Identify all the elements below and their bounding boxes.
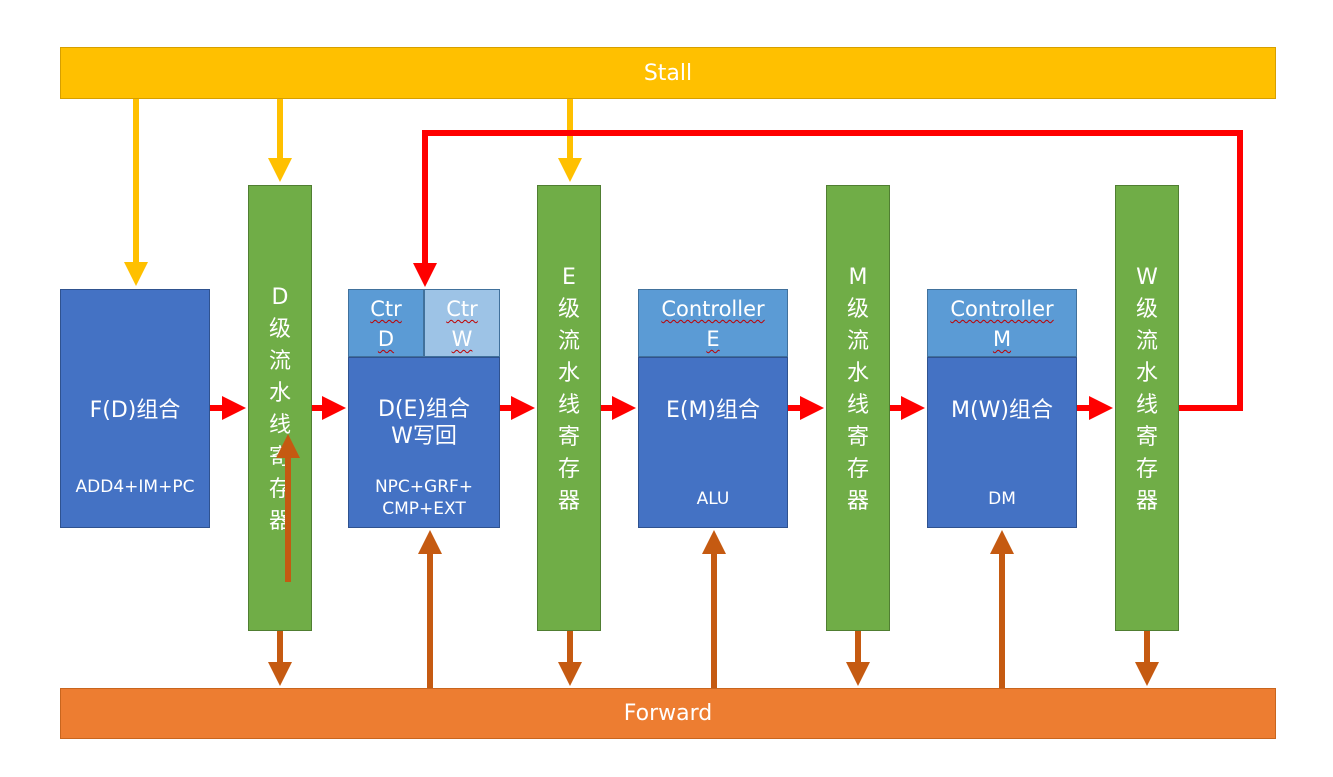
controller-e-label: Controller E: [661, 297, 765, 351]
m-pipeline-register: M 级 流 水 线 寄 存 器: [826, 185, 890, 631]
stage-d-title: D(E)组合 W写回: [377, 397, 470, 449]
stage-f-box: F(D)组合 ADD4+IM+PC: [60, 289, 210, 528]
ctrl-w-label: Ctr W: [446, 297, 478, 351]
e-register-label: E 级 流 水 线 寄 存 器: [557, 265, 580, 514]
w-register-label: W 级 流 水 线 寄 存 器: [1135, 265, 1158, 514]
stage-d-sub: NPC+GRF+ CMP+EXT: [374, 477, 474, 519]
m-register-label: M 级 流 水 线 寄 存 器: [846, 265, 869, 514]
controller-e-box: Controller E: [638, 289, 788, 357]
stall-bar: Stall: [60, 47, 1276, 99]
stage-m-sub: DM: [988, 489, 1016, 509]
stage-f-sub: ADD4+IM+PC: [75, 477, 195, 497]
w-pipeline-register: W 级 流 水 线 寄 存 器: [1115, 185, 1179, 631]
controller-m-box: Controller M: [927, 289, 1077, 357]
forward-arrows: [268, 434, 1159, 688]
stage-f-title: F(D)组合: [89, 398, 181, 423]
stall-arrows: [124, 99, 582, 286]
ctrl-w-box: Ctr W: [424, 289, 500, 357]
forward-label: Forward: [623, 701, 713, 726]
e-pipeline-register: E 级 流 水 线 寄 存 器: [537, 185, 601, 631]
datapath-arrows: [210, 130, 1243, 420]
stage-e-sub: ALU: [696, 489, 730, 509]
controller-m-label: Controller M: [950, 297, 1054, 351]
stall-label: Stall: [643, 60, 693, 86]
stage-m-title: M(W)组合: [951, 398, 1053, 423]
stage-m-box: M(W)组合 DM: [927, 357, 1077, 528]
stage-e-box: E(M)组合 ALU: [638, 357, 788, 528]
stage-e-title: E(M)组合: [665, 398, 761, 423]
forward-bar: Forward: [60, 688, 1276, 739]
stage-d-box: D(E)组合 W写回 NPC+GRF+ CMP+EXT: [348, 357, 500, 528]
writeback-loop-arrow: [413, 130, 1243, 411]
ctrl-d-box: Ctr D: [348, 289, 424, 357]
ctrl-d-label: Ctr D: [370, 297, 402, 351]
